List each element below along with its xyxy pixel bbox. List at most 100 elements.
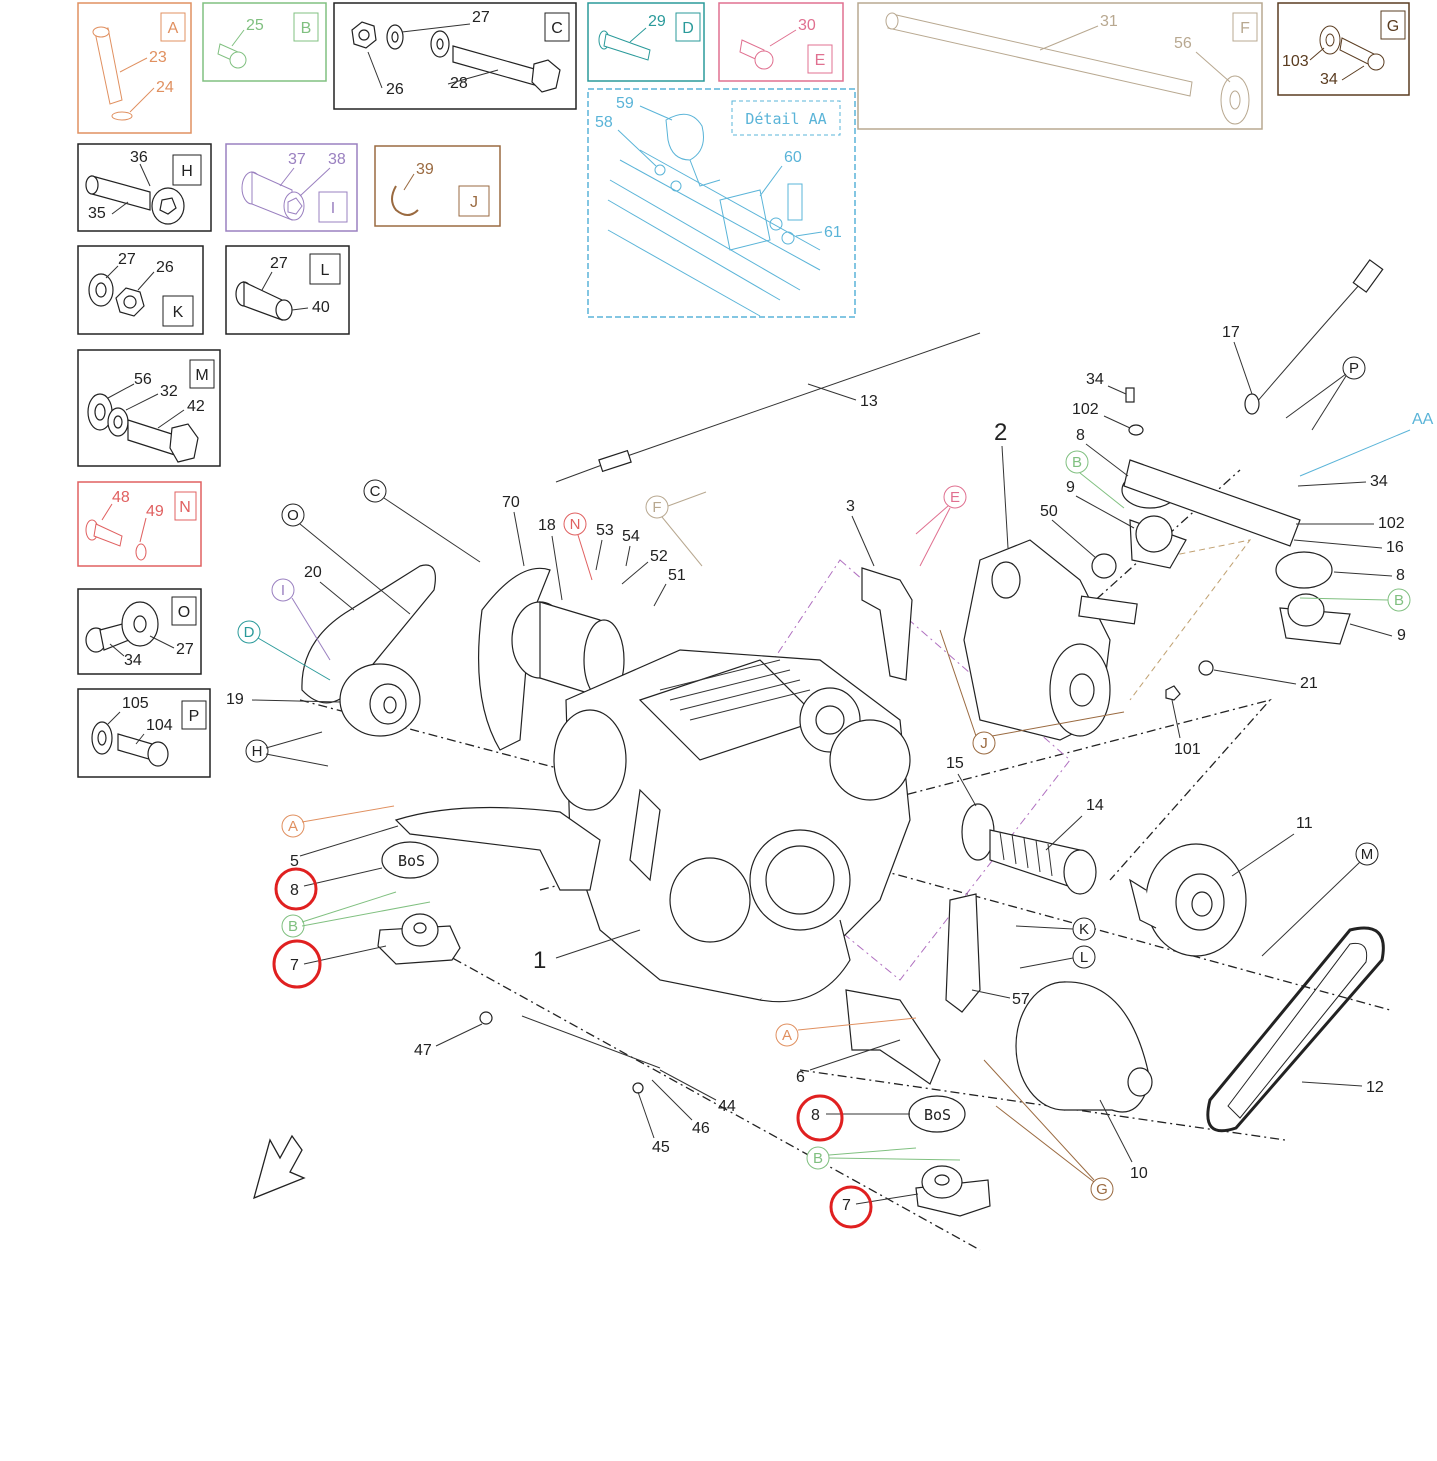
svg-text:34: 34 — [1320, 71, 1338, 88]
mount-plate-57 — [945, 893, 981, 1013]
svg-text:56: 56 — [1174, 35, 1192, 52]
highlight-8-right — [796, 1094, 844, 1142]
detail-box-d: D 29 — [587, 2, 705, 82]
detail-box-o: O 34 27 — [77, 588, 202, 675]
svg-text:B: B — [813, 1150, 823, 1167]
svg-text:P: P — [1349, 360, 1359, 377]
svg-text:46: 46 — [692, 1120, 710, 1137]
gearbox-bracket — [1123, 459, 1301, 547]
svg-text:54: 54 — [622, 528, 640, 545]
bolt-icon — [85, 519, 147, 561]
svg-text:48: 48 — [112, 489, 130, 506]
drive-pulley-10 — [1015, 981, 1153, 1113]
svg-text:M: M — [1361, 846, 1374, 863]
svg-text:19: 19 — [226, 691, 244, 708]
svg-text:BoS: BoS — [924, 1106, 951, 1124]
svg-text:A: A — [782, 1027, 792, 1044]
svg-text:E: E — [815, 52, 826, 69]
svg-text:20: 20 — [304, 564, 322, 581]
spacer-bolt-icon — [235, 281, 293, 321]
svg-text:A: A — [288, 818, 298, 835]
svg-text:B: B — [1394, 592, 1404, 609]
svg-text:58: 58 — [595, 114, 613, 131]
svg-text:6: 6 — [796, 1069, 805, 1086]
svg-text:K: K — [1079, 921, 1089, 938]
highlight-8-left — [274, 867, 318, 911]
washer-icon — [386, 24, 450, 58]
svg-text:K: K — [173, 304, 184, 321]
svg-text:49: 49 — [146, 503, 164, 520]
cvt-belt-12 — [1206, 926, 1385, 1133]
svg-text:30: 30 — [798, 17, 816, 34]
detail-box-b: B 25 — [202, 2, 327, 82]
svg-text:10: 10 — [1130, 1165, 1148, 1182]
svg-text:27: 27 — [472, 9, 490, 26]
silentbloc-right — [915, 1165, 991, 1217]
oring-50 — [1091, 553, 1117, 579]
svg-text:28: 28 — [450, 75, 468, 92]
svg-text:M: M — [195, 367, 208, 384]
spacer-bolt-icon — [241, 171, 305, 221]
svg-text:32: 32 — [160, 383, 178, 400]
svg-text:E: E — [950, 489, 960, 506]
drive-shaft — [961, 803, 1097, 895]
svg-text:25: 25 — [246, 17, 264, 34]
svg-text:56: 56 — [134, 371, 152, 388]
front-arrow-icon — [253, 1134, 306, 1200]
svg-text:J: J — [980, 735, 988, 752]
detail-box-h: H 36 35 — [77, 143, 212, 232]
washer-nut-icon — [88, 273, 145, 317]
svg-text:AA: AA — [1412, 411, 1434, 428]
svg-text:26: 26 — [156, 259, 174, 276]
svg-text:18: 18 — [538, 517, 556, 534]
svg-text:8: 8 — [1076, 427, 1085, 444]
clip-icon — [391, 185, 419, 216]
svg-text:L: L — [321, 262, 330, 279]
detail-box-n: N 48 49 — [77, 481, 202, 567]
svg-text:G: G — [1096, 1181, 1108, 1198]
svg-text:53: 53 — [596, 522, 614, 539]
svg-text:34: 34 — [124, 652, 142, 669]
svg-text:103: 103 — [1282, 53, 1309, 70]
svg-text:G: G — [1387, 18, 1399, 35]
engine-arm-5 — [394, 806, 601, 891]
detail-box-c: C 27 26 28 — [333, 2, 577, 110]
svg-text:26: 26 — [386, 81, 404, 98]
svg-text:36: 36 — [130, 149, 148, 166]
svg-text:8: 8 — [811, 1107, 820, 1124]
detail-box-p: P 105 104 — [77, 688, 211, 778]
pulley-19 — [339, 663, 421, 737]
detail-box-k: K 27 26 — [77, 245, 204, 335]
svg-text:17: 17 — [1222, 324, 1240, 341]
mount-cover-right: BoS — [908, 1095, 966, 1133]
ring-21 — [1198, 660, 1214, 676]
part-number-labels: 1 2 3 5 6 7 7 8 8 8 8 9 9 10 11 12 13 14 — [226, 324, 1434, 1214]
detail-box-a: A 23 24 — [77, 2, 192, 134]
svg-text:31: 31 — [1100, 13, 1118, 30]
svg-text:39: 39 — [416, 161, 434, 178]
svg-text:34: 34 — [1086, 371, 1104, 388]
svg-text:N: N — [179, 499, 191, 516]
highlight-7-right — [829, 1185, 873, 1229]
detail-callouts: O C I D H A B N F E B P B J K L M A B — [237, 356, 1411, 1201]
svg-text:35: 35 — [88, 205, 106, 222]
detail-box-i: I 37 38 — [225, 143, 358, 232]
flange-bolt-icon — [598, 30, 651, 61]
gearbox — [963, 539, 1138, 741]
svg-text:B: B — [288, 918, 298, 935]
svg-text:C: C — [370, 483, 381, 500]
washer-102 — [1128, 424, 1144, 436]
svg-text:101: 101 — [1174, 741, 1201, 758]
svg-text:B: B — [1072, 454, 1082, 471]
stabilizer-rod — [479, 1011, 661, 1094]
driven-pulley-11 — [1129, 843, 1247, 957]
washer-bolt-icon — [87, 393, 199, 463]
bolt-washer-icon — [85, 601, 159, 653]
svg-text:5: 5 — [290, 853, 299, 870]
svg-text:60: 60 — [784, 149, 802, 166]
svg-text:2: 2 — [994, 419, 1007, 446]
detail-box-m: M 56 32 42 — [77, 349, 221, 467]
svg-text:8: 8 — [1396, 567, 1405, 584]
svg-text:27: 27 — [176, 641, 194, 658]
svg-text:9: 9 — [1397, 627, 1406, 644]
